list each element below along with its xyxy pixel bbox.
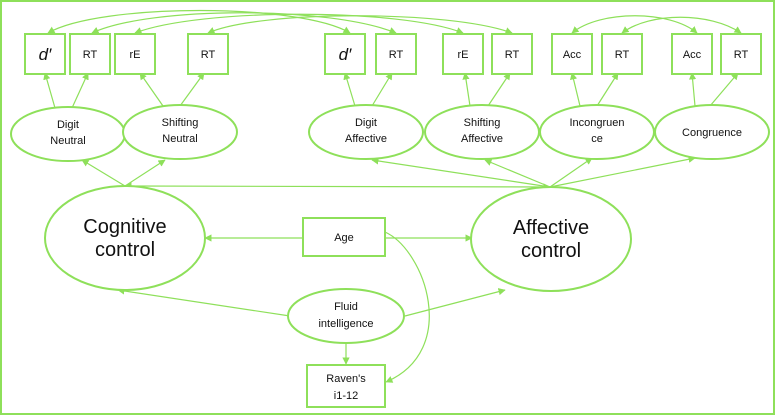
arc-rt2-rt4 (207, 15, 513, 35)
load-con-rt6 (709, 72, 739, 107)
indicator-acc-incongruence: Acc (551, 33, 593, 75)
factor-digit-neutral: Digit Neutral (10, 106, 126, 162)
ac-to-congruence (549, 155, 696, 188)
svg-text:rE: rE (458, 49, 469, 61)
svg-text:Raven's: Raven's (326, 373, 366, 385)
ac-to-incongruence (549, 157, 593, 188)
arc-re1-re2 (134, 13, 464, 35)
svg-text:RT: RT (734, 49, 749, 61)
load-sn-re1 (139, 72, 164, 107)
factor-affective-control: Affective control (470, 186, 632, 292)
arc-acc1-acc2 (571, 15, 698, 34)
indicator-rt-congruence: RT (720, 33, 762, 75)
svg-text:ce: ce (591, 133, 603, 145)
second-order-factors: Cognitive control Affective control (44, 185, 632, 292)
indicator-rt-digit-neutral: RT (69, 33, 111, 75)
svg-text:RT: RT (505, 49, 520, 61)
svg-text:d′: d′ (39, 45, 52, 64)
svg-text:Shifting: Shifting (162, 117, 199, 129)
age-to-ravens (384, 231, 430, 383)
indicator-dprime-neutral: d′ (24, 33, 66, 75)
covariate-arrows (117, 231, 506, 383)
load-sa-rt4 (487, 72, 511, 107)
svg-text:intelligence: intelligence (318, 318, 373, 330)
factor-digit-affective: Digit Affective (308, 104, 424, 160)
svg-text:Acc: Acc (563, 49, 582, 61)
svg-text:rE: rE (130, 49, 141, 61)
ac-to-shifting-affective (484, 159, 551, 188)
indicator-rt-digit-affective: RT (375, 33, 417, 75)
svg-text:Age: Age (334, 232, 354, 244)
load-con-acc2 (689, 72, 697, 107)
svg-text:Affective: Affective (513, 217, 589, 239)
load-da-rt3 (371, 72, 393, 107)
svg-text:RT: RT (389, 49, 404, 61)
svg-text:Digit: Digit (355, 117, 377, 129)
svg-text:Incongruen: Incongruen (569, 117, 624, 129)
arc-dprime1-dprime2 (47, 9, 351, 34)
fluid-to-cognitive (117, 287, 291, 317)
svg-text:RT: RT (83, 49, 98, 61)
indicator-ravens: Raven's i1-12 (306, 364, 386, 408)
svg-text:Acc: Acc (683, 49, 702, 61)
factor-cognitive-control: Cognitive control (44, 185, 206, 291)
load-inc-acc1 (570, 72, 581, 107)
indicator-rt-incongruence: RT (601, 33, 643, 75)
svg-text:Affective: Affective (345, 133, 387, 145)
load-sn-rt2 (179, 72, 205, 107)
factor-congruence: Congruence (654, 104, 770, 160)
ac-to-digit-affective (371, 157, 551, 188)
svg-text:RT: RT (201, 49, 216, 61)
second-order-arrows (81, 155, 696, 191)
load-da-dprime2 (343, 72, 356, 107)
svg-text:d′: d′ (339, 45, 352, 64)
svg-text:control: control (95, 239, 155, 261)
svg-text:Fluid: Fluid (334, 301, 358, 313)
loading-arrows (43, 72, 739, 109)
svg-text:RT: RT (615, 49, 630, 61)
factor-incongruence: Incongruen ce (539, 104, 655, 160)
fluid-to-affective (404, 288, 506, 317)
load-sa-re2 (462, 72, 471, 107)
factor-shifting-affective: Shifting Affective (424, 104, 540, 160)
indicator-rt-shifting-affective: RT (491, 33, 533, 75)
first-order-factors: Digit Neutral Shifting Neutral Digit Aff… (10, 104, 770, 162)
indicator-rt-shifting-neutral: RT (187, 33, 229, 75)
svg-text:Shifting: Shifting (464, 117, 501, 129)
svg-text:control: control (521, 240, 581, 262)
load-inc-rt5 (596, 72, 619, 107)
svg-text:i1-12: i1-12 (334, 390, 358, 402)
svg-text:Cognitive: Cognitive (83, 216, 166, 238)
indicator-re-affective: rE (442, 33, 484, 75)
indicator-re-neutral: rE (114, 33, 156, 75)
covariate-age: Age (302, 217, 386, 257)
load-dn-dprime1 (43, 72, 56, 109)
svg-text:Neutral: Neutral (50, 135, 85, 147)
load-dn-rt1 (71, 72, 89, 109)
cc-ac-covariance (124, 182, 551, 191)
covariate-fluid-intelligence: Fluid intelligence (287, 288, 405, 344)
svg-text:Affective: Affective (461, 133, 503, 145)
residual-covariance-arcs (47, 9, 742, 35)
indicator-acc-congruence: Acc (671, 33, 713, 75)
arc-rt1-rt3 (91, 12, 397, 34)
arc-rt5-rt6 (621, 16, 742, 34)
factor-shifting-neutral: Shifting Neutral (122, 104, 238, 160)
svg-text:Digit: Digit (57, 119, 79, 131)
svg-text:Congruence: Congruence (682, 127, 742, 139)
indicator-boxes: d′ RT rE RT d′ RT rE RT (24, 33, 762, 75)
svg-text:Neutral: Neutral (162, 133, 197, 145)
indicator-dprime-affective: d′ (324, 33, 366, 75)
cc-to-shifting-neutral (124, 159, 166, 187)
cc-to-digit-neutral (81, 159, 126, 187)
